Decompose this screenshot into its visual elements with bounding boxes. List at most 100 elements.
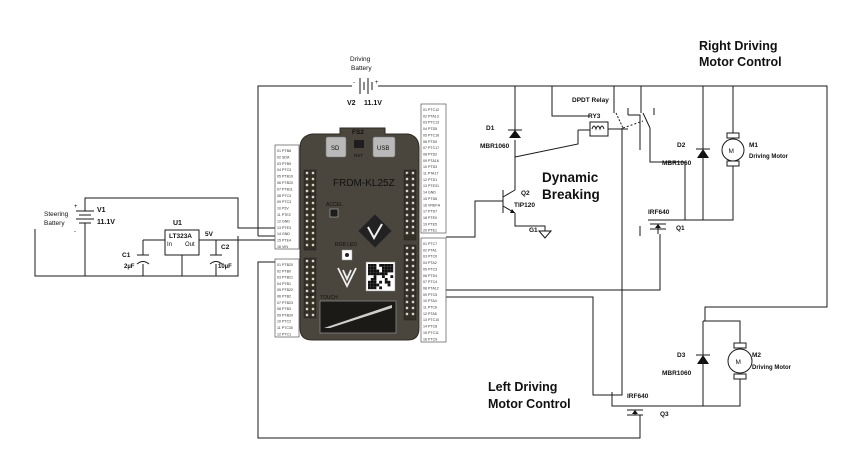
diode-d2-part: MBR1060 [662,160,692,167]
header-pin-label: 02 PTA1 [423,248,437,252]
mosfet-q3-ref: Q3 [660,411,669,418]
header-pin-label: 08 PTC3 [277,194,291,198]
header-pin-label: 05 PTB10 [277,175,293,179]
header-pin-label: 06 PTD4 [423,274,437,278]
ground-ref: G1 [529,227,538,234]
usb-label: USB [377,146,389,152]
header-pin-label: 10 PTA4 [423,299,437,303]
driving-battery-plus: + [375,80,379,86]
header-pin-label: 09 PTC3 [277,200,291,204]
header-pin-label: 11 PTE2 [277,213,291,217]
frdm-kl25z-board: SD USB FS2 RST FRDM-KL25Z J9 J10 J1 J2 A… [299,127,420,341]
driving-battery-caption-2: Battery [351,65,372,72]
diode-d1: D1 MBR1060 [480,125,522,150]
header-pin-label: 15 PTC11 [423,331,439,335]
reset-button [354,140,364,148]
sd-label: SD [331,146,340,152]
header-pin-label: 14 GND [423,191,436,195]
board-header-j10: J10 [307,292,314,297]
header-pin-label: 06 PTB20 [277,181,293,185]
header-pin-label: 12 PTD1 [423,178,437,182]
header-pin-label: 20 PTE1 [423,229,437,233]
right-control-title-1: Right Driving [699,39,777,53]
motor-m2-ref: M2 [752,352,761,359]
header-pin-label: 13 PTC10 [423,318,439,322]
header-pin-label: 07 PTC4 [423,280,437,284]
section-titles: Right Driving Motor Control Dynamic Brea… [488,39,782,411]
motor-m2-symbol: M [736,359,741,366]
board-logo-small [337,267,357,289]
relay-ref: RY3 [588,113,601,120]
header-pin-label: 11 PTC30 [277,326,293,330]
header-pin-label: 08 PTD2 [423,152,437,156]
header-pin-label: 18 PTE0 [423,216,437,220]
relay-title: DPDT Relay [572,97,609,104]
diode-d1-part: MBR1060 [480,143,510,150]
header-pin-label: 01 PTC12 [423,108,439,112]
header-pin-label: 19 PTE5 [423,222,437,226]
capacitor-c2-value: 10µF [218,264,232,270]
rgb-led-label: RGB LED [335,242,357,248]
regulator-in-label: In [167,242,172,248]
header-pin-label: 14 PTC8 [423,325,437,329]
driving-battery-ref: V2 [347,100,356,107]
driving-battery: - + Driving Battery V2 11.1V [347,56,382,107]
touch-label: TOUCH [320,295,338,301]
left-control-title-1: Left Driving [488,380,557,394]
header-pin-label: 01 PTB8 [277,149,291,153]
header-pin-label: 12 PTA5 [423,312,437,316]
capacitor-c1-value: 2µF [124,264,135,270]
rst-label: RST [354,153,363,158]
header-pin-label: 17 PTD7 [423,210,437,214]
dpdt-relay: DPDT Relay RY3 [572,86,655,137]
motor-m2: M M2 Driving Motor [727,342,792,380]
header-pin-label: 09 PTB29 [277,313,293,317]
header-pin-label: 08 PTB3 [277,307,291,311]
header-pin-label: 10 PTC2 [277,320,291,324]
header-pin-label: 04 PTC3 [277,168,291,172]
regulator-out-label: Out [185,242,195,248]
mosfet-q3-part: IRF640 [627,393,649,400]
header-pin-label: 12 GND [277,219,290,223]
motor-m2-desc: Driving Motor [752,365,792,371]
board-logo [357,213,393,249]
motor-m1: M M1 Driving Motor [721,132,789,167]
driving-battery-caption-1: Driving [350,56,371,63]
motor-m1-symbol: M [729,148,734,155]
accel-label: ACCEL [326,202,343,208]
header-pin-label: 11 PTC6 [423,306,437,310]
left-control-title-2: Motor Control [488,397,571,411]
dynamic-breaking-title-2: Breaking [542,187,600,202]
header-pin-label: 16 VIN [277,245,288,249]
board-header-j2: J2 [406,172,411,177]
board-header-j1: J1 [406,293,411,298]
mosfet-q1-ref: Q1 [676,225,685,232]
regulator-part: LT323A [169,233,192,240]
regulator-ref: U1 [173,220,182,227]
board-header-j9: J9 [307,191,312,196]
header-pin-label: 09 PTC5 [423,293,437,297]
mosfet-q1-part: IRF640 [648,209,670,216]
header-pin-label: 13 PTE3 [277,226,291,230]
header-pin-label: 11 PTA17 [423,172,438,176]
steering-battery-caption-1: Steering [44,211,69,218]
mosfet-q1: IRF640 Q1 [648,209,685,234]
header-pin-label: 05 PTB22 [277,288,293,292]
transistor-ref: Q2 [521,190,530,197]
header-pin-label: 16 VREFH [423,203,441,207]
right-control-title-2: Motor Control [699,55,782,69]
header-pin-label: 04 PTD5 [423,127,437,131]
diode-d3-part: MBR1060 [662,370,692,377]
header-pin-label: 05 PTC16 [423,133,439,137]
header-pin-label: 12 PTC1 [277,332,291,336]
board-name: FRDM-KL25Z [333,178,395,189]
header-pin-label: 02 SDA [277,155,290,159]
capacitor-c2-ref: C2 [221,244,230,251]
diode-d3-ref: D3 [677,352,686,359]
dynamic-breaking-title-1: Dynamic [542,170,599,185]
usb-connector [372,136,396,158]
header-pin-label: 07 PTC17 [423,146,439,150]
